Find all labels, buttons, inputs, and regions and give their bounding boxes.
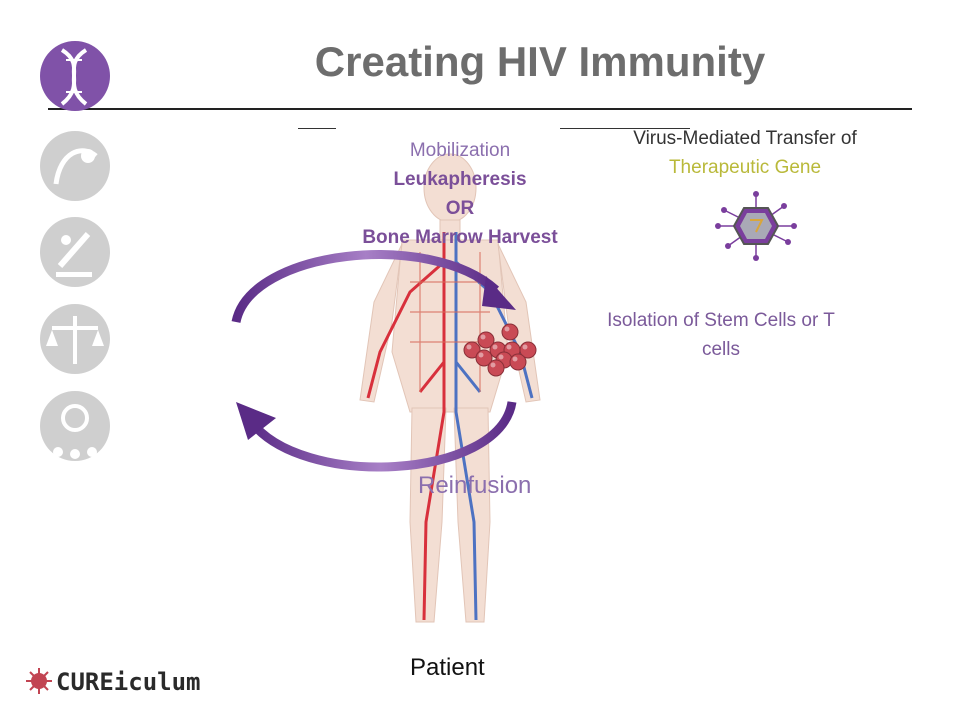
community-icon — [40, 391, 110, 461]
leukapheresis-label: Leukapheresis — [393, 169, 527, 190]
virus-particle-icon — [715, 191, 797, 261]
isolation-line1: Isolation of Stem Cells or T — [607, 310, 835, 331]
sidebar-icons — [40, 41, 110, 461]
microscope-icon — [40, 217, 110, 287]
patient-body-illustration — [359, 153, 541, 623]
mobilization-arrow — [231, 250, 516, 324]
dna-helix-icon — [40, 41, 110, 111]
title-divider — [48, 108, 912, 110]
isolation-caption: Isolation of Stem Cells or T cells — [566, 306, 876, 364]
bone-marrow-harvest-label: Bone Marrow Harvest — [362, 227, 558, 248]
cureiculum-logo-icon — [26, 668, 52, 694]
scales-icon — [40, 304, 110, 374]
slide-title: Creating HIV Immunity — [314, 38, 766, 85]
cureiculum-logo-text: CUREiculum — [56, 668, 201, 696]
virus-transfer-caption: Virus-Mediated Transfer of Therapeutic G… — [585, 124, 905, 182]
or-label: OR — [445, 198, 475, 219]
research-icon — [40, 131, 110, 201]
patient-label: Patient — [410, 654, 485, 681]
harvested-cells-cluster — [463, 323, 537, 377]
virus-transfer-line1: Virus-Mediated Transfer of — [633, 128, 857, 149]
divider-medium — [560, 128, 690, 129]
reinfusion-label: Reinfusion — [418, 472, 532, 499]
therapeutic-gene-label: Therapeutic Gene — [668, 157, 822, 178]
isolation-line2: cells — [701, 339, 740, 360]
mobilization-caption: Mobilization Leukapheresis OR Bone Marro… — [300, 136, 620, 252]
reinfusion-arrow — [236, 400, 517, 472]
divider-short — [298, 128, 336, 129]
treatment-cycle-arrows — [231, 250, 517, 472]
mobilization-label: Mobilization — [409, 140, 511, 161]
